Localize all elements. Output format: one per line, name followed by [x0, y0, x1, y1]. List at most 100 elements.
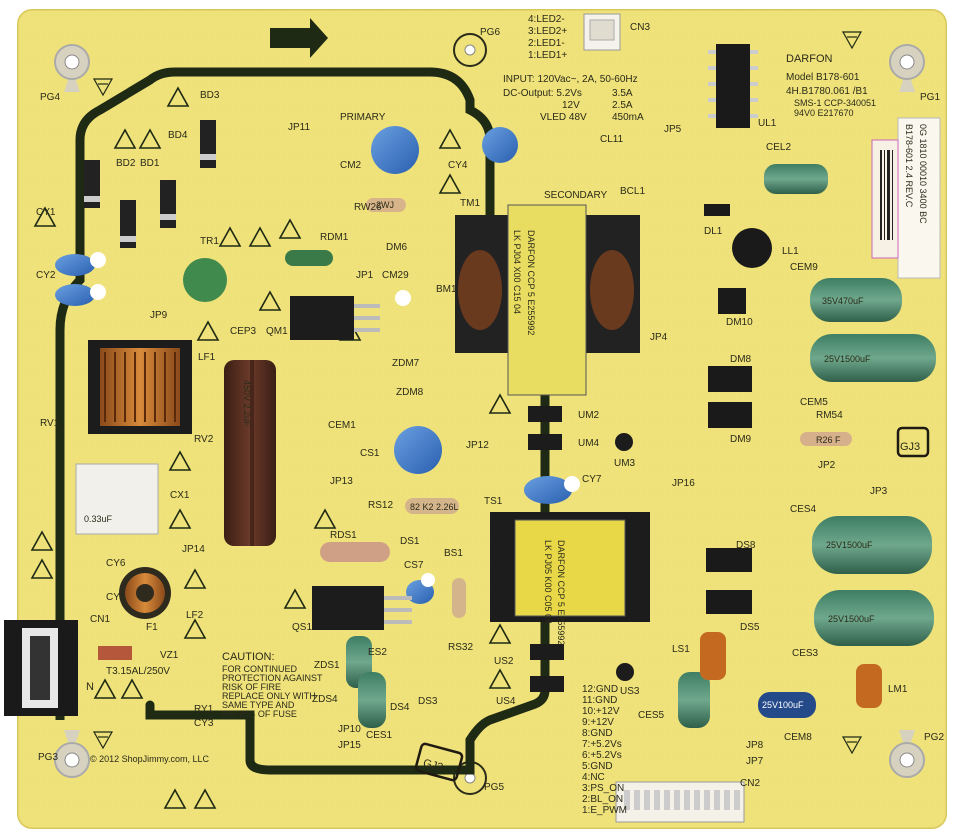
- refdes-rm54: RM54: [816, 410, 843, 421]
- refdes-qm1: QM1: [266, 326, 288, 337]
- refdes-bcl1: BCL1: [620, 186, 645, 197]
- refdes-cel2: CEL2: [766, 142, 791, 153]
- refdes-ts1: TS1: [484, 496, 503, 507]
- refdes-um2: UM2: [578, 410, 600, 421]
- line-filter-lf2: [119, 567, 171, 619]
- hand-note: GJ3: [900, 441, 920, 453]
- refdes-cn1: CN1: [90, 614, 110, 625]
- cn2-pin-label: 3:PS_ON: [582, 783, 624, 794]
- mark-rm54: R26 F: [816, 435, 841, 445]
- refdes-pg4: PG4: [40, 92, 60, 103]
- refdes-rds1: RDS1: [330, 530, 357, 541]
- refdes-pg2: PG2: [924, 732, 944, 743]
- refdes-es2: ES2: [368, 647, 387, 658]
- refdes-us2: US2: [494, 656, 514, 667]
- caution-line: PROTECTION AGAINST: [222, 673, 323, 683]
- refdes-dm9: DM9: [730, 434, 752, 445]
- refdes-um3: UM3: [614, 458, 636, 469]
- refdes-um4: UM4: [578, 438, 600, 449]
- cn2-pin-label: 6:+5.2Vs: [582, 750, 622, 761]
- refdes-ds8: DS8: [736, 540, 756, 551]
- refdes-cm29: CM29: [382, 270, 409, 281]
- refdes-cn3: CN3: [630, 22, 650, 33]
- brand-model: Model B178-601: [786, 72, 860, 83]
- cn2-pin-label: 7:+5.2Vs: [582, 739, 622, 750]
- refdes-jp15: JP15: [338, 740, 361, 751]
- refdes-jp7: JP7: [746, 756, 764, 767]
- brand-logo: DARFON: [786, 53, 833, 65]
- cn3-pin-label: 2:LED1-: [528, 38, 565, 49]
- brand-part: 4H.B1780.061 /B1: [786, 86, 868, 97]
- refdes-ds4: DS4: [390, 702, 410, 713]
- refdes-jp1: JP1: [356, 270, 374, 281]
- brand-cert2: 94V0 E217670: [794, 108, 854, 118]
- sticker-line2: 0G 1810 00010 3400 BC: [918, 124, 928, 224]
- caution-line: RISK OF FIRE: [222, 682, 281, 692]
- cn2-pin-label: 8:GND: [582, 728, 613, 739]
- refdes-cy3: CY3: [194, 718, 214, 729]
- refdes-jp5: JP5: [664, 124, 682, 135]
- thermistor-tr1: [183, 258, 227, 302]
- refdes-vz1: VZ1: [160, 650, 179, 661]
- refdes-jp11: JP11: [288, 122, 310, 133]
- refdes-lm1: LM1: [888, 684, 908, 695]
- copyright: © 2012 ShopJimmy.com, LLC: [90, 754, 210, 764]
- refdes-ry1: RY1: [194, 704, 214, 715]
- rectifier-diodes: [704, 204, 752, 614]
- mark-ces4: 25V1500uF: [826, 540, 873, 550]
- refdes-cy1: CY1: [36, 207, 56, 218]
- refdes-ds5: DS5: [740, 622, 760, 633]
- spec-vled: VLED 48V: [540, 112, 587, 123]
- mosfets: [290, 296, 412, 630]
- refdes-cm2: CM2: [340, 160, 362, 171]
- inductors: [700, 632, 882, 708]
- output-capacitors: [758, 164, 936, 718]
- refdes-ul1: UL1: [758, 118, 777, 129]
- cn2-pin-label: 10:+12V: [582, 706, 620, 717]
- refdes-rv1: RV1: [40, 418, 60, 429]
- mark-cm2: 2WJ: [376, 200, 394, 210]
- bridge-diodes: [84, 120, 216, 248]
- refdes-bd4: BD4: [168, 130, 188, 141]
- spec-12v: 12V: [562, 100, 580, 111]
- handwritten-notes: [414, 426, 930, 782]
- caution-title: CAUTION:: [222, 651, 275, 663]
- refdes-ces5: CES5: [638, 710, 665, 721]
- transformer-ts1: [490, 512, 650, 622]
- fuse-rating: T3.15AL/250V: [106, 666, 170, 677]
- refdes-cx1: CX1: [170, 490, 190, 501]
- refdes-zds4: ZDS4: [312, 694, 338, 705]
- refdes-jp3: JP3: [870, 486, 888, 497]
- refdes-cy2: CY2: [36, 270, 56, 281]
- transformer-main-line2: DARFON CCP 5 E255992: [526, 230, 536, 335]
- refdes-bd3: BD3: [200, 90, 220, 101]
- refdes-ll1: LL1: [782, 246, 799, 257]
- refdes-jp12: JP12: [466, 440, 489, 451]
- refdes-bs1: BS1: [444, 548, 463, 559]
- cn2-pin-label: 12:GND: [582, 684, 618, 695]
- serial-sticker: [871, 117, 941, 279]
- spec-dc-output: DC-Output: 5.2Vs: [503, 88, 582, 99]
- caution-line: SAME TYPE AND: [222, 700, 295, 710]
- refdes-pg3: PG3: [38, 752, 58, 763]
- cn2-pin-label: 2:BL_ON: [582, 794, 623, 805]
- transformer-small-line1: LK PJ05 K00 C05 04: [543, 540, 553, 624]
- inductor-ll1: [732, 228, 772, 268]
- refdes-ces1: CES1: [366, 730, 393, 741]
- refdes-rv2: RV2: [194, 434, 214, 445]
- cn3-pin-label: 3:LED2+: [528, 26, 567, 37]
- refdes-dm8: DM8: [730, 354, 752, 365]
- refdes-cem9: CEM9: [790, 262, 818, 273]
- regulators: [615, 433, 634, 681]
- transformer-tm1: [455, 204, 640, 396]
- refdes-ces3: CES3: [792, 648, 819, 659]
- refdes-cy5: CY5: [106, 592, 126, 603]
- refdes-lf2: LF2: [186, 610, 204, 621]
- isolation-trace: [55, 67, 495, 605]
- line-filter-lf1: [88, 340, 192, 434]
- mark-cem8: 25V100uF: [762, 700, 804, 710]
- brand-cert1: SMS-1 CCP-340051: [794, 98, 876, 108]
- refdes-pg1: PG1: [920, 92, 940, 103]
